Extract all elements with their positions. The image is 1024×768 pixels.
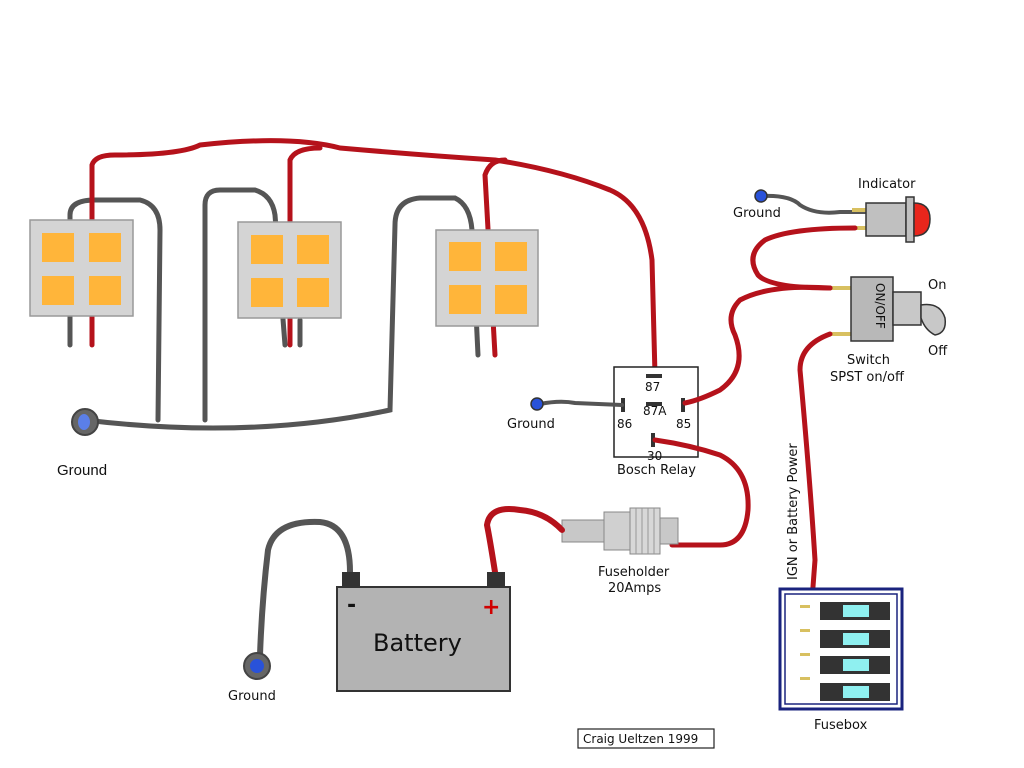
ground-label-relay: Ground bbox=[507, 417, 555, 432]
relay-label: Bosch Relay bbox=[617, 463, 696, 478]
credit-box bbox=[577, 728, 715, 749]
ground-point-relay bbox=[530, 397, 544, 411]
battery-positive-sign: + bbox=[482, 595, 500, 620]
led-pod-3 bbox=[435, 229, 539, 327]
fuse-3 bbox=[820, 656, 890, 674]
switch-name-line2: SPST on/off bbox=[830, 370, 905, 385]
fuseholder-label-line1: Fuseholder bbox=[598, 565, 670, 580]
relay-pin-30: 30 bbox=[647, 449, 662, 463]
fuse-1 bbox=[820, 602, 890, 620]
switch-name-line1: Switch bbox=[847, 353, 890, 368]
led-ground-wires bbox=[67, 187, 481, 431]
indicator-ground-wire bbox=[761, 193, 867, 215]
indicator-lamp bbox=[852, 196, 931, 243]
credit-label: Craig Ueltzen 1999 bbox=[583, 732, 698, 746]
ground-point-indicator bbox=[754, 189, 768, 203]
control-wires bbox=[652, 225, 858, 603]
power-source-label: IGN or Battery Power bbox=[786, 443, 801, 580]
switch-off-label: Off bbox=[928, 344, 948, 359]
fuseholder-label-line2: 20Amps bbox=[608, 581, 661, 596]
ground-point-battery bbox=[243, 652, 271, 680]
fusebox-label: Fusebox bbox=[814, 718, 868, 733]
switch-face-label: ON/OFF bbox=[873, 283, 887, 329]
battery bbox=[336, 572, 511, 692]
relay-pin-87: 87 bbox=[645, 380, 660, 394]
relay-pin-87a: 87A bbox=[643, 404, 667, 418]
relay-pin-86: 86 bbox=[617, 417, 632, 431]
led-pod-2 bbox=[237, 221, 342, 319]
led-pod-1 bbox=[29, 219, 134, 317]
ground-point-leds bbox=[71, 408, 99, 436]
relay-ground-wire bbox=[538, 399, 624, 407]
led-positive-wires bbox=[89, 138, 658, 378]
ground-label-leds: Ground bbox=[57, 462, 107, 479]
relay-pin-85: 85 bbox=[676, 417, 691, 431]
fuse-4 bbox=[820, 683, 890, 701]
battery-label: Battery bbox=[373, 629, 462, 657]
fuse-2 bbox=[820, 630, 890, 648]
battery-negative-sign: - bbox=[347, 593, 356, 618]
switch-on-label: On bbox=[928, 278, 946, 293]
switch bbox=[828, 276, 947, 342]
battery-positive-wire bbox=[483, 506, 565, 575]
indicator-label: Indicator bbox=[858, 177, 916, 192]
fusebox bbox=[778, 587, 904, 711]
ground-label-indicator: Ground bbox=[733, 206, 781, 221]
battery-ground-wire bbox=[257, 518, 353, 658]
ground-label-battery: Ground bbox=[228, 689, 276, 704]
fuseholder bbox=[561, 507, 679, 555]
